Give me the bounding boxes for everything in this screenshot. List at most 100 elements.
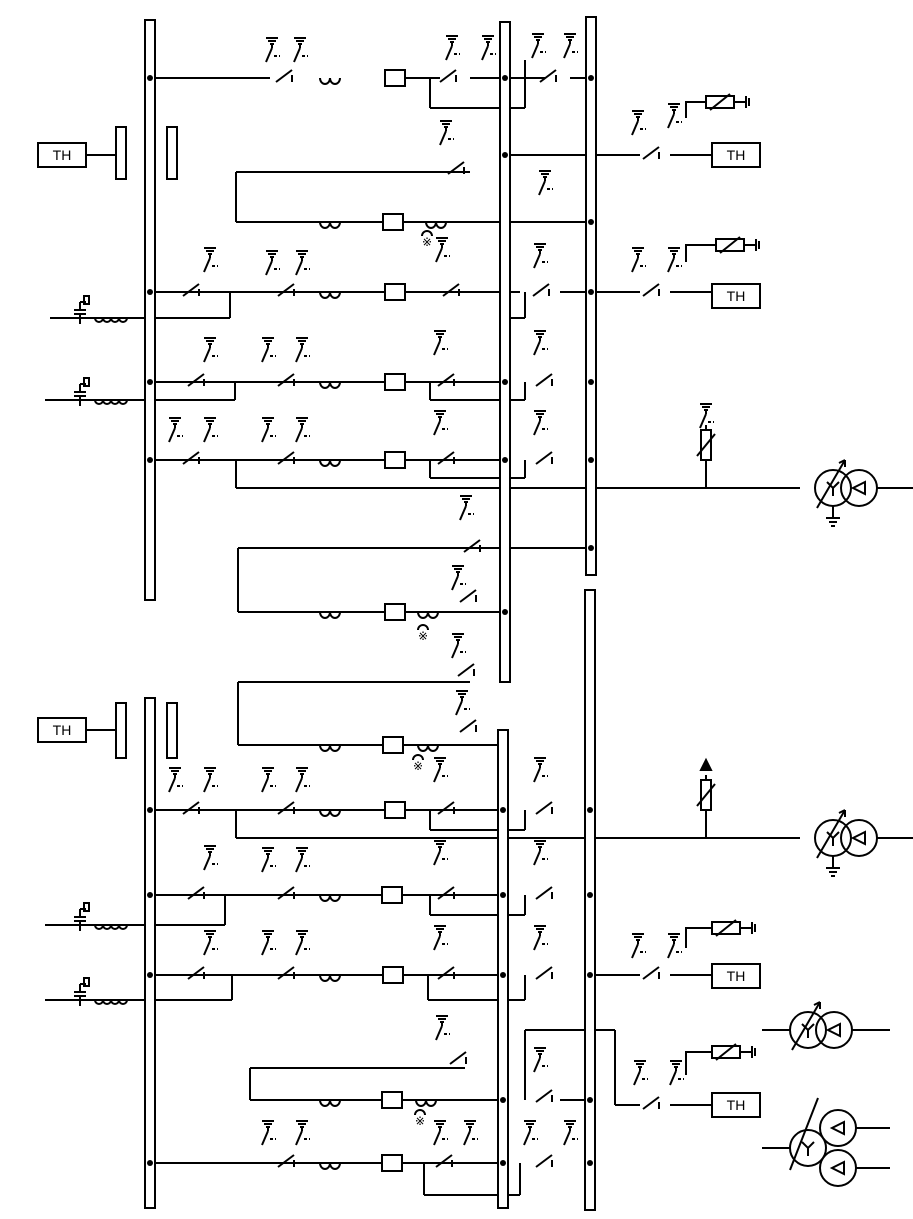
earthing-switch xyxy=(667,103,682,129)
wire xyxy=(685,1051,712,1075)
switch-blade-icon xyxy=(533,340,541,356)
switch-blade-icon xyxy=(182,801,200,815)
delta-symbol-icon xyxy=(850,480,866,496)
ct-coil-icon xyxy=(319,381,341,389)
tap-changer-arrow-icon xyxy=(816,809,846,859)
switch-blade-icon xyxy=(442,283,460,297)
disconnector-switch xyxy=(463,539,481,553)
switch-blade-icon xyxy=(445,45,453,61)
switch-blade-icon xyxy=(187,886,205,900)
ct-coil-icon xyxy=(417,611,439,619)
earthing-switch xyxy=(168,417,183,443)
busbar-2a xyxy=(499,21,511,683)
switch-blade-icon xyxy=(455,700,463,716)
switch-blade-icon xyxy=(563,1130,571,1146)
disconnector-switch xyxy=(277,801,295,815)
switch-blade-icon xyxy=(435,1025,443,1041)
switch-blade-icon xyxy=(451,575,459,591)
switch-blade-icon xyxy=(295,777,303,793)
switch-blade-icon xyxy=(295,1130,303,1146)
reactor-coil-icon xyxy=(94,317,128,323)
th-box xyxy=(37,142,87,168)
reactor xyxy=(94,999,128,1005)
earthing-switch xyxy=(293,37,308,63)
ct-coil-icon xyxy=(417,744,439,752)
capacitor xyxy=(74,977,90,1006)
power-transformer xyxy=(789,1001,853,1051)
busbar-tie-2a xyxy=(115,702,127,759)
switch-blade-icon xyxy=(435,247,443,263)
switch-blade-icon xyxy=(699,413,707,429)
earthing-switch xyxy=(203,930,218,956)
switch-blade-icon xyxy=(261,777,269,793)
switch-blade-icon xyxy=(437,373,455,387)
switch-blade-icon xyxy=(539,69,557,83)
switch-blade-icon xyxy=(203,347,211,363)
arrester-top-icon xyxy=(699,757,713,771)
surge-arrester xyxy=(711,1043,756,1061)
earthing-switch xyxy=(459,495,474,521)
earthing-switch xyxy=(631,110,646,136)
earthing-switch xyxy=(295,930,310,956)
earthing-switch xyxy=(261,417,276,443)
transformer-winding-icon xyxy=(819,1109,857,1147)
switch-blade-icon xyxy=(277,886,295,900)
switch-blade-icon xyxy=(277,451,295,465)
switch-blade-icon xyxy=(481,45,489,61)
switch-blade-icon xyxy=(535,1154,553,1168)
junction-dot xyxy=(587,1160,593,1166)
ct-coil-icon xyxy=(319,809,341,817)
th-box-frame xyxy=(711,1092,761,1118)
earthing-switch xyxy=(533,1047,548,1073)
switch-blade-icon xyxy=(535,801,553,815)
current-transformer xyxy=(319,894,341,902)
switch-blade-icon xyxy=(463,1130,471,1146)
earthing-switch xyxy=(168,767,183,793)
switch-blade-icon xyxy=(182,283,200,297)
switch-blade-icon xyxy=(203,855,211,871)
junction-dot xyxy=(500,892,506,898)
earthing-switch xyxy=(631,247,646,273)
current-transformer xyxy=(319,381,341,389)
arc-marker-icon xyxy=(421,230,433,237)
switch-blade-icon xyxy=(295,347,303,363)
earthing-switch xyxy=(203,417,218,443)
disconnector-switch xyxy=(435,1154,453,1168)
arrester-arrow-icon xyxy=(696,433,716,457)
switch-blade-icon xyxy=(265,47,273,63)
switch-blade-icon xyxy=(435,1154,453,1168)
ct-coil-icon xyxy=(415,1099,437,1107)
switch-blade-icon xyxy=(531,43,539,59)
tap-changer-arrow-icon xyxy=(791,1001,821,1051)
ct-coil-icon xyxy=(425,221,447,229)
switch-blade-icon xyxy=(437,886,455,900)
earthing-switch xyxy=(265,250,280,276)
switch-blade-icon xyxy=(433,340,441,356)
busbar-2b xyxy=(497,729,509,1209)
components xyxy=(37,33,878,1187)
busbar-tie-1b xyxy=(166,126,178,180)
disconnector-switch xyxy=(535,886,553,900)
switch-blade-icon xyxy=(669,1070,677,1086)
switch-blade-icon xyxy=(459,505,467,521)
switch-blade-icon xyxy=(433,850,441,866)
circuit-breaker xyxy=(384,801,406,819)
disconnector-switch xyxy=(459,589,477,603)
arc-marker-icon xyxy=(412,754,424,761)
three-winding-transformer xyxy=(789,1097,857,1187)
earthing-switch xyxy=(451,633,466,659)
junction-dot xyxy=(587,972,593,978)
reactor-coil-icon xyxy=(94,999,128,1005)
power-transformer xyxy=(814,809,878,868)
current-transformer xyxy=(319,974,341,982)
switch-blade-icon xyxy=(633,1070,641,1086)
earthing-switch xyxy=(433,925,448,951)
junction-dot xyxy=(147,457,153,463)
power-transformer xyxy=(814,459,878,518)
ct-coil-icon xyxy=(319,77,341,85)
switch-blade-icon xyxy=(533,767,541,783)
capacitor-body-icon xyxy=(83,295,90,305)
switch-blade-icon xyxy=(203,427,211,443)
th-box xyxy=(711,963,761,989)
switch-blade-icon xyxy=(533,850,541,866)
